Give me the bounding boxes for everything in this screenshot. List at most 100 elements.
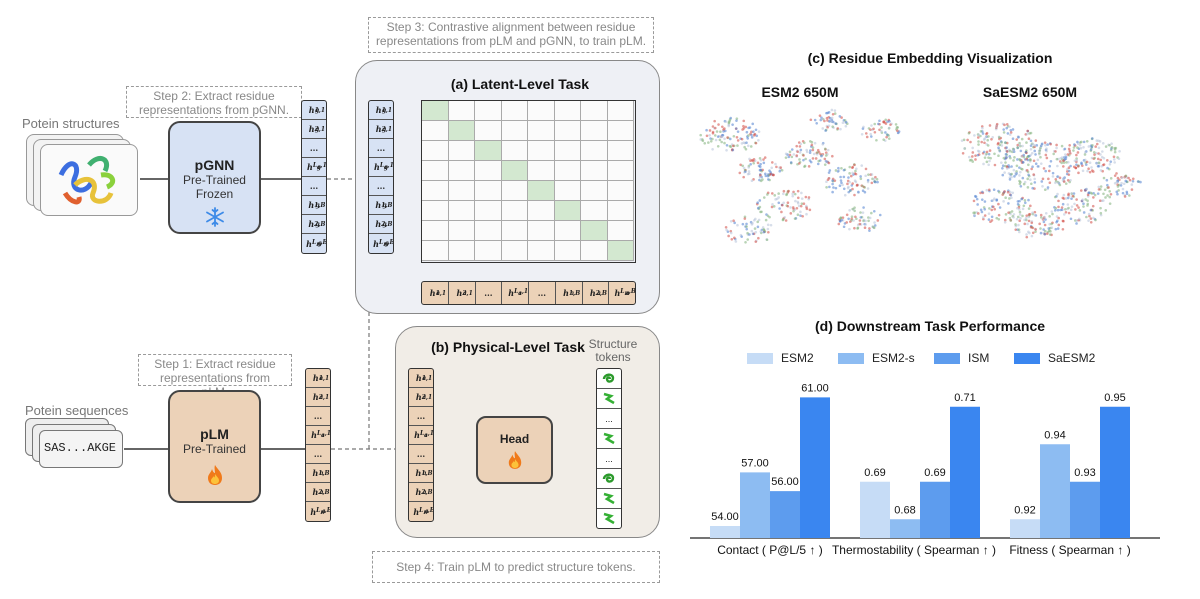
saesm2-point xyxy=(998,136,1001,139)
saesm2-point xyxy=(1113,174,1117,177)
saesm2-point xyxy=(1066,160,1070,164)
esm2-point xyxy=(770,192,774,195)
esm2-point xyxy=(744,240,747,244)
saesm2-point xyxy=(1008,133,1012,136)
esm2-point xyxy=(783,216,786,219)
saesm2-point xyxy=(980,198,984,201)
saesm2-point xyxy=(979,130,983,133)
esm2-point xyxy=(727,120,731,124)
saesm2-point xyxy=(1056,192,1059,196)
esm2-point xyxy=(731,123,734,126)
esm2-point xyxy=(751,232,755,236)
saesm2-point xyxy=(1019,216,1022,220)
esm2-point xyxy=(756,220,760,224)
similarity-cell xyxy=(475,221,502,241)
esm2-point xyxy=(744,147,748,151)
saesm2-point xyxy=(1006,132,1010,135)
saesm2-point xyxy=(1077,171,1080,175)
saesm2-point xyxy=(1021,160,1025,164)
saesm2-point xyxy=(1075,198,1078,201)
esm2-point xyxy=(817,159,821,163)
saesm2-point xyxy=(1065,170,1069,173)
bar-value-label: 0.71 xyxy=(954,392,975,404)
esm2-point xyxy=(827,171,831,174)
saesm2-point xyxy=(1016,143,1020,147)
esm2-point xyxy=(809,118,813,122)
similarity-cell xyxy=(528,101,555,121)
saesm2-point xyxy=(989,156,992,160)
saesm2-point xyxy=(1095,162,1099,165)
esm2-point xyxy=(718,138,722,142)
esm2-point xyxy=(848,172,851,175)
saesm2-point xyxy=(977,143,980,146)
saesm2-point xyxy=(1009,128,1013,132)
saesm2-point xyxy=(1046,143,1049,146)
saesm2-point xyxy=(1100,164,1103,168)
esm2-point xyxy=(834,186,838,190)
esm2-point xyxy=(869,128,872,131)
saesm2-point xyxy=(1033,210,1037,214)
esm2-point xyxy=(861,127,865,130)
saesm2-point xyxy=(1047,169,1051,173)
saesm2-point xyxy=(1029,178,1032,182)
similarity-matrix xyxy=(421,100,636,263)
esm2-point xyxy=(797,204,801,208)
esm2-point xyxy=(784,152,788,156)
similarity-cell xyxy=(448,101,475,121)
structure-tokens-label: Structure tokens xyxy=(588,337,638,364)
esm2-point xyxy=(723,137,726,141)
saesm2-point xyxy=(1066,168,1069,171)
esm2-point xyxy=(827,176,831,180)
esm2-point xyxy=(825,116,829,120)
esm2-point xyxy=(864,219,867,223)
pgnn-name: pGNN xyxy=(194,157,235,173)
esm2-point xyxy=(805,212,808,216)
esm2-point xyxy=(842,225,846,229)
esm2-point xyxy=(815,121,818,125)
saesm2-point xyxy=(1099,211,1103,215)
esm2-point xyxy=(749,159,752,163)
similarity-cell xyxy=(422,221,449,241)
esm2-point xyxy=(714,126,717,130)
plm-vector-cell: ... xyxy=(306,407,330,426)
esm2-point xyxy=(873,224,877,227)
saesm2-point xyxy=(997,217,1001,221)
bar-esm2-s xyxy=(890,519,920,538)
saesm2-point xyxy=(972,211,975,215)
esm2-point xyxy=(856,227,859,230)
similarity-cell xyxy=(501,201,528,221)
saesm2-point xyxy=(1067,147,1071,151)
saesm2-point xyxy=(1031,231,1035,235)
saesm2-point xyxy=(1064,182,1068,185)
saesm2-point xyxy=(1131,179,1135,183)
similarity-cell xyxy=(501,221,528,241)
saesm2-point xyxy=(967,131,971,135)
saesm2-point xyxy=(1018,166,1021,169)
esm2-point xyxy=(807,196,811,199)
saesm2-point xyxy=(1075,153,1078,157)
esm2-point xyxy=(799,214,802,217)
saesm2-point xyxy=(1123,195,1127,198)
legend-item: SaESM2 xyxy=(1014,351,1095,365)
esm2-point xyxy=(854,172,858,176)
saesm2-point xyxy=(1007,211,1010,214)
saesm2-point xyxy=(1002,128,1005,131)
saesm2-point xyxy=(1016,146,1019,149)
saesm2-point xyxy=(1061,202,1065,206)
saesm2-point xyxy=(1034,228,1037,231)
similarity-cell xyxy=(501,121,528,141)
saesm2-point xyxy=(968,159,972,162)
esm2-point xyxy=(878,128,881,132)
esm2-point xyxy=(766,223,770,227)
legend-swatch xyxy=(838,352,864,364)
bar-saesm2 xyxy=(950,406,980,538)
saesm2-point xyxy=(1091,143,1094,147)
saesm2-point xyxy=(982,162,985,166)
saesm2-point xyxy=(1102,199,1105,202)
saesm2-point xyxy=(1067,211,1071,215)
saesm2-point xyxy=(1079,189,1083,192)
similarity-cell xyxy=(422,161,449,181)
